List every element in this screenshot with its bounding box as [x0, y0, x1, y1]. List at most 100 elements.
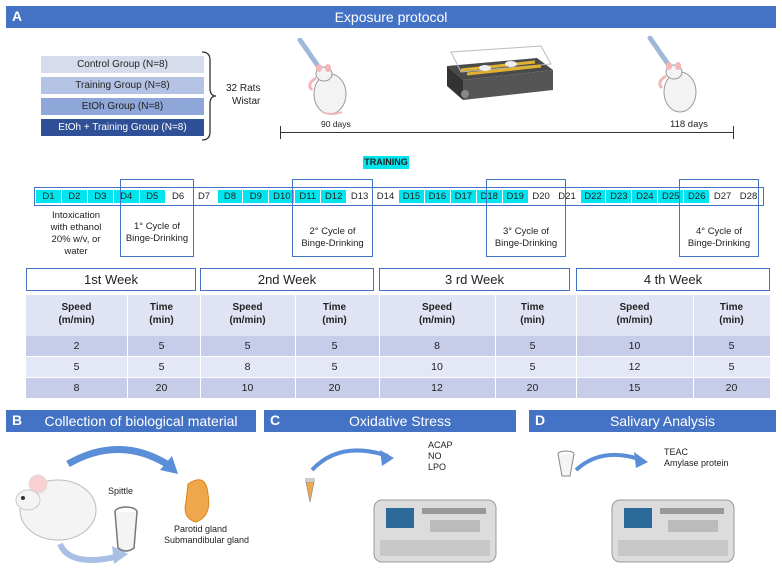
- table-divider: [127, 295, 128, 398]
- day-cell: D21: [558, 191, 576, 202]
- cycle-label-4: 4° Cycle of Binge-Drinking: [687, 226, 751, 249]
- table-cell: 5: [73, 361, 80, 373]
- panel-a-banner: A Exposure protocol: [6, 6, 776, 28]
- rat-gavage-illustration: [297, 38, 347, 115]
- day-cell: D15: [399, 190, 424, 203]
- panel-c-banner: C Oxidative Stress: [264, 410, 516, 432]
- panel-title: Salivary Analysis: [609, 413, 716, 429]
- oxidative-stress-illustration: [305, 448, 497, 563]
- day-cell: D25: [658, 190, 684, 203]
- day-cell: D27: [713, 191, 732, 202]
- group-etoh: EtOh Group (N=8): [41, 98, 204, 115]
- timeline-end-label: 118 days: [670, 119, 708, 130]
- table-cell: 20: [725, 382, 738, 394]
- table-cell: 10: [241, 382, 254, 394]
- timeline-start-label: 90 days: [321, 119, 351, 129]
- day-cell: D11: [295, 190, 321, 203]
- table-cell: 10: [431, 361, 443, 373]
- table-cell: 20: [328, 382, 341, 394]
- panel-d-banner: D Salivary Analysis: [529, 410, 776, 432]
- day-cell: D20: [532, 191, 550, 202]
- time-header: Time(min): [295, 295, 374, 336]
- day-cell: D22: [580, 190, 606, 203]
- panel-letter: D: [535, 412, 546, 428]
- table-cell: 5: [331, 361, 338, 373]
- table-cell: 8: [434, 340, 440, 352]
- day-cell: D8: [217, 190, 243, 203]
- panel-title: Exposure protocol: [334, 9, 448, 25]
- table-cell: 20: [155, 382, 168, 394]
- speed-header: Speed(m/min): [26, 295, 127, 336]
- salivary-analysis-illustration: [557, 450, 735, 563]
- table-cell: 15: [628, 382, 641, 394]
- speed-header: Speed(m/min): [576, 295, 693, 336]
- panel-title: Collection of biological material: [44, 413, 238, 429]
- table-cell: 5: [529, 361, 536, 373]
- day-cell: D18: [476, 190, 502, 203]
- timeline-line: [280, 132, 734, 133]
- table-cell: 12: [431, 382, 443, 394]
- gland-labels: Parotid gland Submandibular gland: [164, 524, 250, 545]
- group-brace: [201, 51, 217, 141]
- group-training: Training Group (N=8): [41, 77, 204, 94]
- panel-letter: C: [270, 412, 281, 428]
- table-divider: [495, 295, 496, 398]
- cycle-label-2: 2° Cycle of Binge-Drinking: [301, 226, 364, 249]
- day-cell: D10: [269, 190, 295, 203]
- week-header-4: 4 th Week: [576, 268, 770, 291]
- oxidative-assays: ACAP NO LPO: [428, 440, 453, 472]
- salivary-assays: TEAC Amylase protein: [664, 447, 729, 468]
- table-divider: [693, 295, 694, 398]
- cycle-box-1: [120, 179, 194, 257]
- week-header-2: 2nd Week: [200, 268, 374, 291]
- day-cell: D9: [243, 190, 269, 203]
- intoxication-note: Intoxication with ethanol 20% w/v, or wa…: [50, 210, 102, 257]
- day-cell: D26: [684, 190, 710, 203]
- day-cell: D13: [350, 191, 369, 202]
- table-cell: 5: [158, 340, 165, 352]
- table-cell: 5: [158, 361, 165, 373]
- table-row: [26, 378, 770, 398]
- training-label: TRAINING: [363, 156, 409, 169]
- cycle-box-2: [292, 179, 373, 257]
- week-header-3: 3 rd Week: [379, 268, 570, 291]
- table-cell: 8: [73, 382, 80, 394]
- cycle-label-3: 3° Cycle of Binge-Drinking: [494, 226, 558, 249]
- speed-header: Speed(m/min): [379, 295, 495, 336]
- panel-letter: A: [12, 8, 23, 24]
- table-row: [26, 357, 770, 377]
- day-strip: [34, 187, 764, 206]
- rats-label: 32 Rats: [226, 83, 261, 94]
- panel-letter: B: [12, 412, 23, 428]
- rat-gavage-illustration-end: [647, 36, 697, 113]
- table-cell: 12: [628, 361, 641, 373]
- table-divider: [576, 295, 577, 398]
- time-header: Time(min): [127, 295, 196, 336]
- table-divider: [295, 295, 296, 398]
- cycle-label-1: 1° Cycle of Binge-Drinking: [125, 221, 189, 244]
- table-cell: 5: [728, 361, 735, 373]
- table-cell: 10: [628, 340, 641, 352]
- day-cell: D7: [197, 191, 211, 202]
- day-cell: D1: [36, 190, 61, 203]
- cycle-box-4: [679, 179, 759, 257]
- day-cell: D2: [61, 190, 87, 203]
- group-etoh-training: EtOh + Training Group (N=8): [41, 119, 204, 136]
- day-cell: D14: [376, 191, 395, 202]
- day-cell: D16: [424, 190, 450, 203]
- panel-title: Oxidative Stress: [349, 413, 451, 429]
- day-cell: D23: [606, 190, 632, 203]
- time-header: Time(min): [693, 295, 770, 336]
- speed-header: Speed(m/min): [200, 295, 295, 336]
- table-cell: 5: [529, 340, 536, 352]
- timeline-tick-end: [733, 126, 734, 139]
- cycle-box-3: [486, 179, 566, 257]
- table-divider: [379, 295, 380, 398]
- day-cell: D28: [739, 191, 758, 202]
- strain-label: Wistar: [232, 96, 261, 107]
- day-cell: D5: [139, 190, 165, 203]
- day-cell: D17: [450, 190, 476, 203]
- group-control: Control Group (N=8): [41, 56, 204, 73]
- treadmill-illustration: [447, 45, 553, 100]
- time-header: Time(min): [495, 295, 570, 336]
